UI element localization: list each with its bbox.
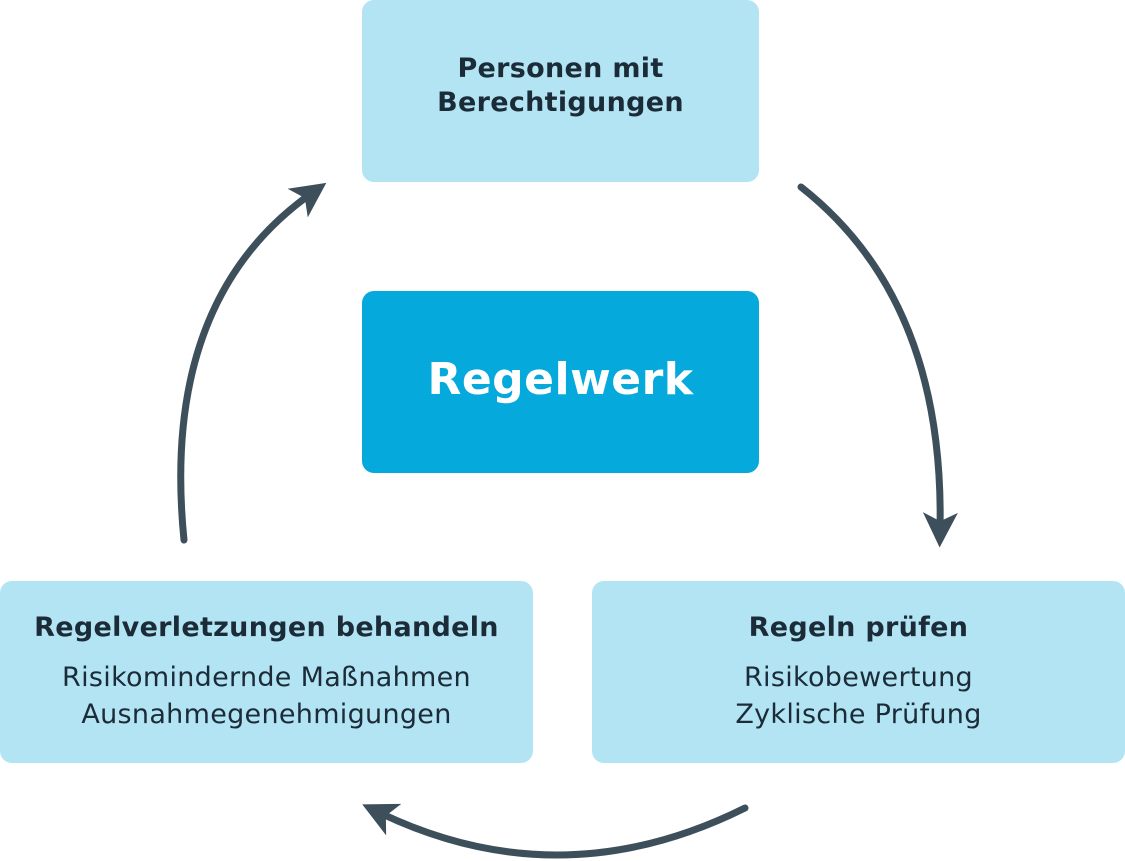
arrow-top-to-right <box>797 183 958 548</box>
regelverletzungen-line-2: Ausnahmegenehmigungen <box>81 699 452 730</box>
regelwerk-title: Regelwerk <box>427 354 694 405</box>
regeln-pruefen-line-1: Risikobewertung <box>743 662 974 693</box>
personen-box: Personen mit Berechtigungen <box>362 0 759 182</box>
arrow-right-to-left <box>362 803 749 859</box>
regelwerk-box: Regelwerk <box>362 291 759 473</box>
personen-title-line2: Berechtigungen <box>437 87 684 118</box>
personen-title: Personen mit Berechtigungen <box>437 52 684 120</box>
regelverletzungen-box: Regelverletzungen behandeln Risikominder… <box>0 581 533 763</box>
regeln-pruefen-box: Regeln prüfen Risikobewertung Zyklische … <box>592 581 1125 763</box>
arrow-left-to-top <box>177 182 327 544</box>
personen-title-line1: Personen mit <box>457 53 664 84</box>
regeln-pruefen-title: Regeln prüfen <box>748 612 969 643</box>
regelverletzungen-line-1: Risikomindernde Maßnahmen <box>62 662 471 693</box>
regelverletzungen-title: Regelverletzungen behandeln <box>34 612 499 643</box>
regeln-pruefen-line-2: Zyklische Prüfung <box>735 699 982 730</box>
